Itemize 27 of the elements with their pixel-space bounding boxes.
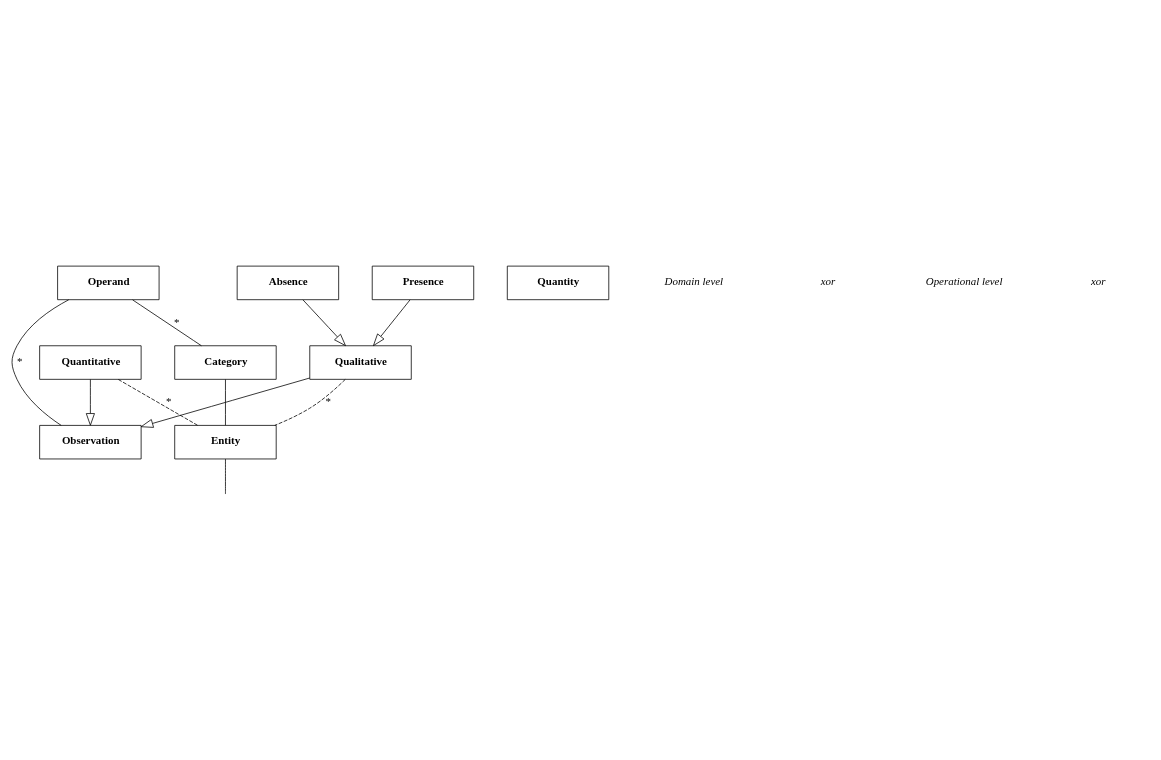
arrow — [140, 377, 311, 428]
connector — [132, 299, 202, 346]
connector — [225, 458, 226, 494]
arrow — [85, 378, 95, 426]
connector — [225, 378, 226, 426]
arrow — [302, 299, 346, 346]
edge-label: * — [173, 315, 180, 328]
label: xor — [1090, 274, 1106, 287]
connector — [274, 378, 346, 426]
edge-label: * — [17, 354, 23, 367]
node-box: Category — [174, 344, 277, 380]
node-box: Operand — [57, 265, 160, 300]
edge-label: * — [166, 394, 172, 407]
node-box: Quantity — [506, 265, 610, 300]
node-box: Observation — [39, 424, 142, 459]
edge-label: * — [325, 394, 331, 407]
label: Operational level — [925, 274, 1003, 287]
node-box: Qualitative — [309, 344, 412, 380]
node-box: Entity — [174, 424, 277, 459]
label: Domain level — [664, 274, 724, 287]
node-box: Absence — [236, 265, 340, 300]
node-box: Quantitative — [39, 344, 142, 380]
connector — [118, 378, 199, 426]
arrow — [373, 299, 411, 346]
label: xor — [820, 274, 836, 287]
connector — [11, 298, 70, 426]
node-box: Presence — [371, 265, 475, 300]
